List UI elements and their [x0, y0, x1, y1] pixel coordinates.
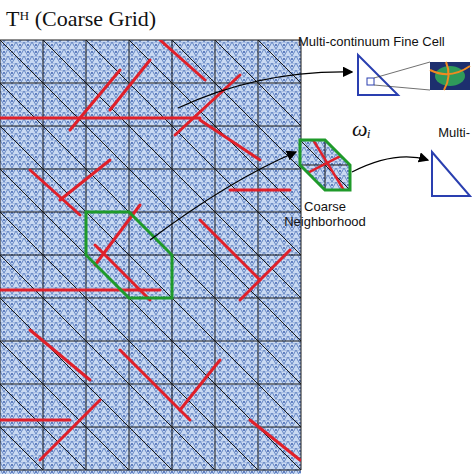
neighborhood-symbol: ωᵢ	[352, 116, 371, 141]
fine-mesh	[0, 40, 301, 474]
leader-arrows	[150, 72, 428, 240]
figure-title: Tᴴ (Coarse Grid)	[6, 6, 156, 31]
coarse-grid	[0, 40, 301, 470]
continuum-cell	[432, 152, 470, 196]
neighborhood-zoom	[298, 138, 352, 192]
fine-cell-label: Multi-continuum Fine Cell	[298, 35, 445, 50]
continuum-label: Multi-	[438, 126, 470, 141]
fracture-lines	[0, 40, 300, 460]
neighborhood-outline	[86, 212, 172, 298]
fine-cell	[358, 55, 470, 95]
neighborhood-label: Coarse Neighborhood	[270, 200, 380, 230]
